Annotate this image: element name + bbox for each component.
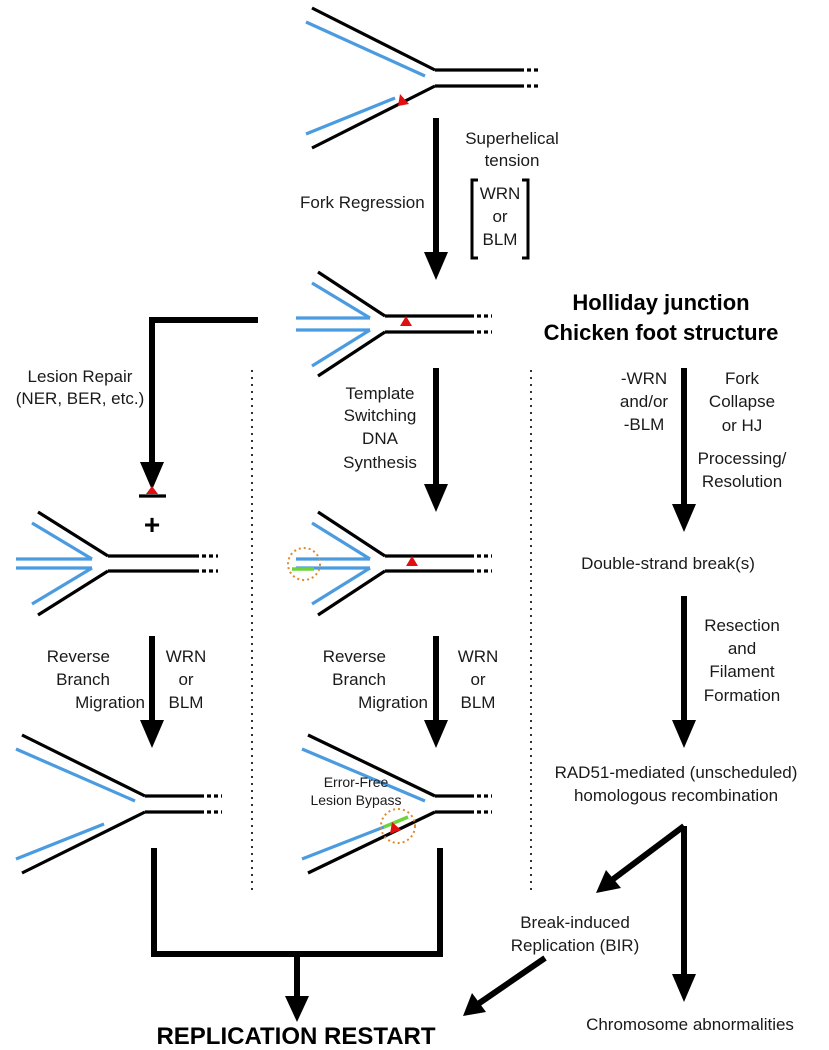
diagram-label: Migration [358,693,428,712]
diagram-label-line: tension [485,151,540,170]
dsb-label: Double-strand break(s) [581,554,755,573]
fork-regression-label: Fork Regression [300,193,425,212]
superhelical-label: Superhelical [465,129,559,148]
diagram-label: WRN [458,647,499,666]
diagram-label: Resolution [702,472,782,491]
arrow-merge-restart [151,848,443,1022]
arrow-to-chromosome [672,826,696,1002]
chromosome-label: Chromosome abnormalities [586,1015,794,1034]
diagram-label: Formation [704,686,781,705]
diagram-label: homologous recombination [574,786,778,805]
arrow-fork-collapse [672,368,696,532]
diagram-label: Replication (BIR) [511,936,640,955]
arrow-fork-regression [424,118,448,280]
replication-restart-label: REPLICATION RESTART [156,1023,435,1050]
arrow-bir-to-restart [463,955,547,1016]
diagram-label: and [728,639,756,658]
diagram-label: Lesion Bypass [310,792,401,808]
diagram-label: -BLM [624,415,665,434]
diagram-label: Reverse [47,647,110,666]
diagram-label: Migration [75,693,145,712]
restored-fork-left [15,733,222,875]
plus-sign: + [144,509,160,540]
bir-label: Break-induced [520,913,630,932]
diagram-label: and/or [620,392,669,411]
diagram-label: WRN [480,184,521,203]
diagram-label: BLM [461,693,496,712]
diagram-label: (NER, BER, etc.) [16,389,144,408]
holliday-label: Holliday junction [572,290,749,315]
diagram-label-line: Superhelical [465,129,559,148]
diagram-label: Branch [332,670,386,689]
diagram-label: DNA [362,429,399,448]
bypass-fork-mid [301,733,492,875]
error-free-label: Error-Free [324,774,389,790]
excised-lesion [139,486,166,498]
diagram-label: or HJ [722,416,763,435]
highlight-circle [287,547,321,581]
diagram-label: Template [346,384,415,403]
arrow-lesion-repair [140,317,258,490]
diagram-label: or [178,670,193,689]
arrow-template-switching [424,368,448,512]
diagram-label: Processing/ [698,449,787,468]
diagram-label: Branch [56,670,110,689]
arrow-resection [672,596,696,748]
diagram-label: Fork [725,369,760,388]
diagram-label: Synthesis [343,453,417,472]
diagram-label: Reverse [323,647,386,666]
diagram-label: tension [485,151,540,170]
diagram-label: Switching [344,406,417,425]
arrow-reverse-mid [424,636,448,748]
arrow-to-bir [596,823,686,893]
diagram-label: Resection [704,616,780,635]
diagram-label: -WRN [621,369,667,388]
diagram-label: Filament [709,662,774,681]
diagram-label: BLM [169,693,204,712]
diagram-label: or [470,670,485,689]
wrn-blm-bracket-top [470,178,530,260]
lesion-marker [398,94,409,106]
chicken-foot-label: Chicken foot structure [544,320,779,345]
stalled-fork-top [305,6,540,150]
template-switched-chicken-foot [287,510,492,617]
diagram-label: BLM [483,230,518,249]
diagram-label: or [492,207,507,226]
diagram-label: Collapse [709,392,775,411]
rad51-label: RAD51-mediated (unscheduled) [555,763,798,782]
chicken-foot-structure [296,270,492,378]
diagram-label: WRN [166,647,207,666]
repaired-chicken-foot [16,510,218,617]
arrow-reverse-left [140,636,164,748]
lesion-repair-label: Lesion Repair [28,367,133,386]
